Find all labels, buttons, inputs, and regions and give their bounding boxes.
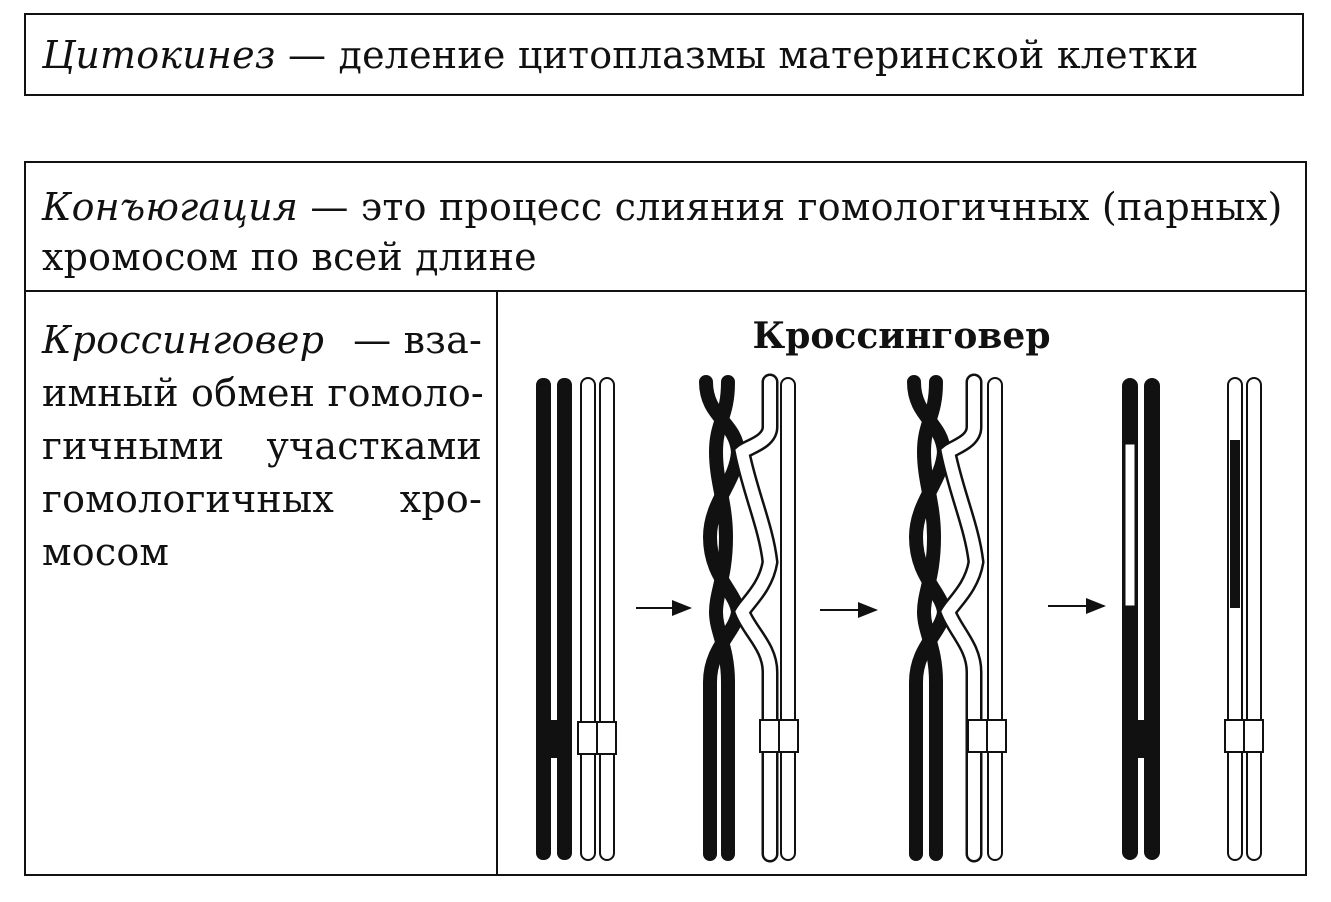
conjugation-text-1: — это процесс слияния гомологичных (парн… (298, 185, 1283, 229)
conjugation-line-1: Конъюгация — это процесс слияния гомолог… (42, 183, 1292, 231)
crossing-over-text-1: — вза- (353, 318, 482, 362)
centromere-white-2 (1243, 719, 1264, 753)
cytokinesis-box: Цитокинез — деление цитоплазмы материнск… (24, 13, 1304, 96)
exchanged-white-segment (1124, 443, 1136, 607)
chromatid-white-straight (987, 377, 1003, 861)
chromatid-black-crossing-2 (708, 375, 735, 861)
crossing-over-line-1: Кроссинговер — вза- (42, 314, 482, 367)
crossing-over-line-5: мосом (42, 530, 170, 574)
chromatid-black-2 (557, 378, 572, 860)
centromere-black (551, 720, 557, 758)
chromatid-black-1 (536, 378, 551, 860)
chromatid-black-unchanged (1144, 378, 1160, 860)
centromere-white-1 (759, 719, 780, 753)
crossing-over-line-2: имный обмен гомоло- (42, 371, 484, 415)
crossing-over-figure-cell: Кроссинговер (498, 292, 1305, 876)
cytokinesis-term: Цитокинез (42, 33, 276, 77)
crossing-over-word-d: хро- (399, 477, 482, 521)
chromatid-black-exchanged-2 (916, 375, 943, 861)
centromere-white-1 (577, 721, 598, 755)
chromatid-white-exchanged (941, 376, 983, 860)
stage-1-paired-chromosomes (536, 377, 617, 861)
crossing-over-word-a: гичными (42, 424, 225, 468)
stage-2-chiasma (699, 373, 799, 863)
centromere-white-2 (778, 719, 799, 753)
centromere-white-1 (1224, 719, 1245, 753)
crossing-over-word-b: участками (266, 424, 482, 468)
crossing-over-word-c: гомологичных (42, 477, 335, 521)
exchanged-black-segment (1230, 440, 1240, 608)
cytokinesis-text: — деление цитоплазмы материнской клетки (275, 33, 1199, 77)
crossing-over-diagram (536, 373, 1264, 863)
centromere-white-2 (596, 721, 617, 755)
cytokinesis-definition: Цитокинез — деление цитоплазмы материнск… (42, 31, 1199, 79)
crossing-over-line-4: гомологичных хро- (42, 473, 482, 526)
conjugation-row: Конъюгация — это процесс слияния гомолог… (26, 163, 1305, 292)
stage-3-exchange (907, 373, 1007, 863)
conjugation-term: Конъюгация (42, 185, 299, 229)
centromere-white-2 (986, 719, 1007, 753)
conjugation-line-2: хромосом по всей длине (42, 235, 537, 279)
centromere-white-1 (967, 719, 988, 753)
crossing-over-term: Кроссинговер (42, 318, 325, 362)
chromatid-white-crossing-1 (735, 376, 777, 860)
stage-4-recombinant-chromosomes (1122, 377, 1264, 861)
figure-title: Кроссинговер (752, 315, 1051, 357)
crossing-over-definition-cell: Кроссинговер — вза- имный обмен гомоло- г… (26, 292, 498, 876)
centromere-black (1138, 720, 1144, 758)
chromatid-white-straight (780, 377, 796, 861)
chromatid-white-2 (599, 377, 615, 861)
chromatid-black-crossing-1 (699, 375, 746, 861)
meiosis-terms-table: Конъюгация — это процесс слияния гомолог… (24, 161, 1307, 876)
chromatid-white-1 (580, 377, 596, 861)
crossing-over-line-3: гичными участками (42, 420, 482, 473)
chromatid-white-unchanged (1246, 377, 1262, 861)
